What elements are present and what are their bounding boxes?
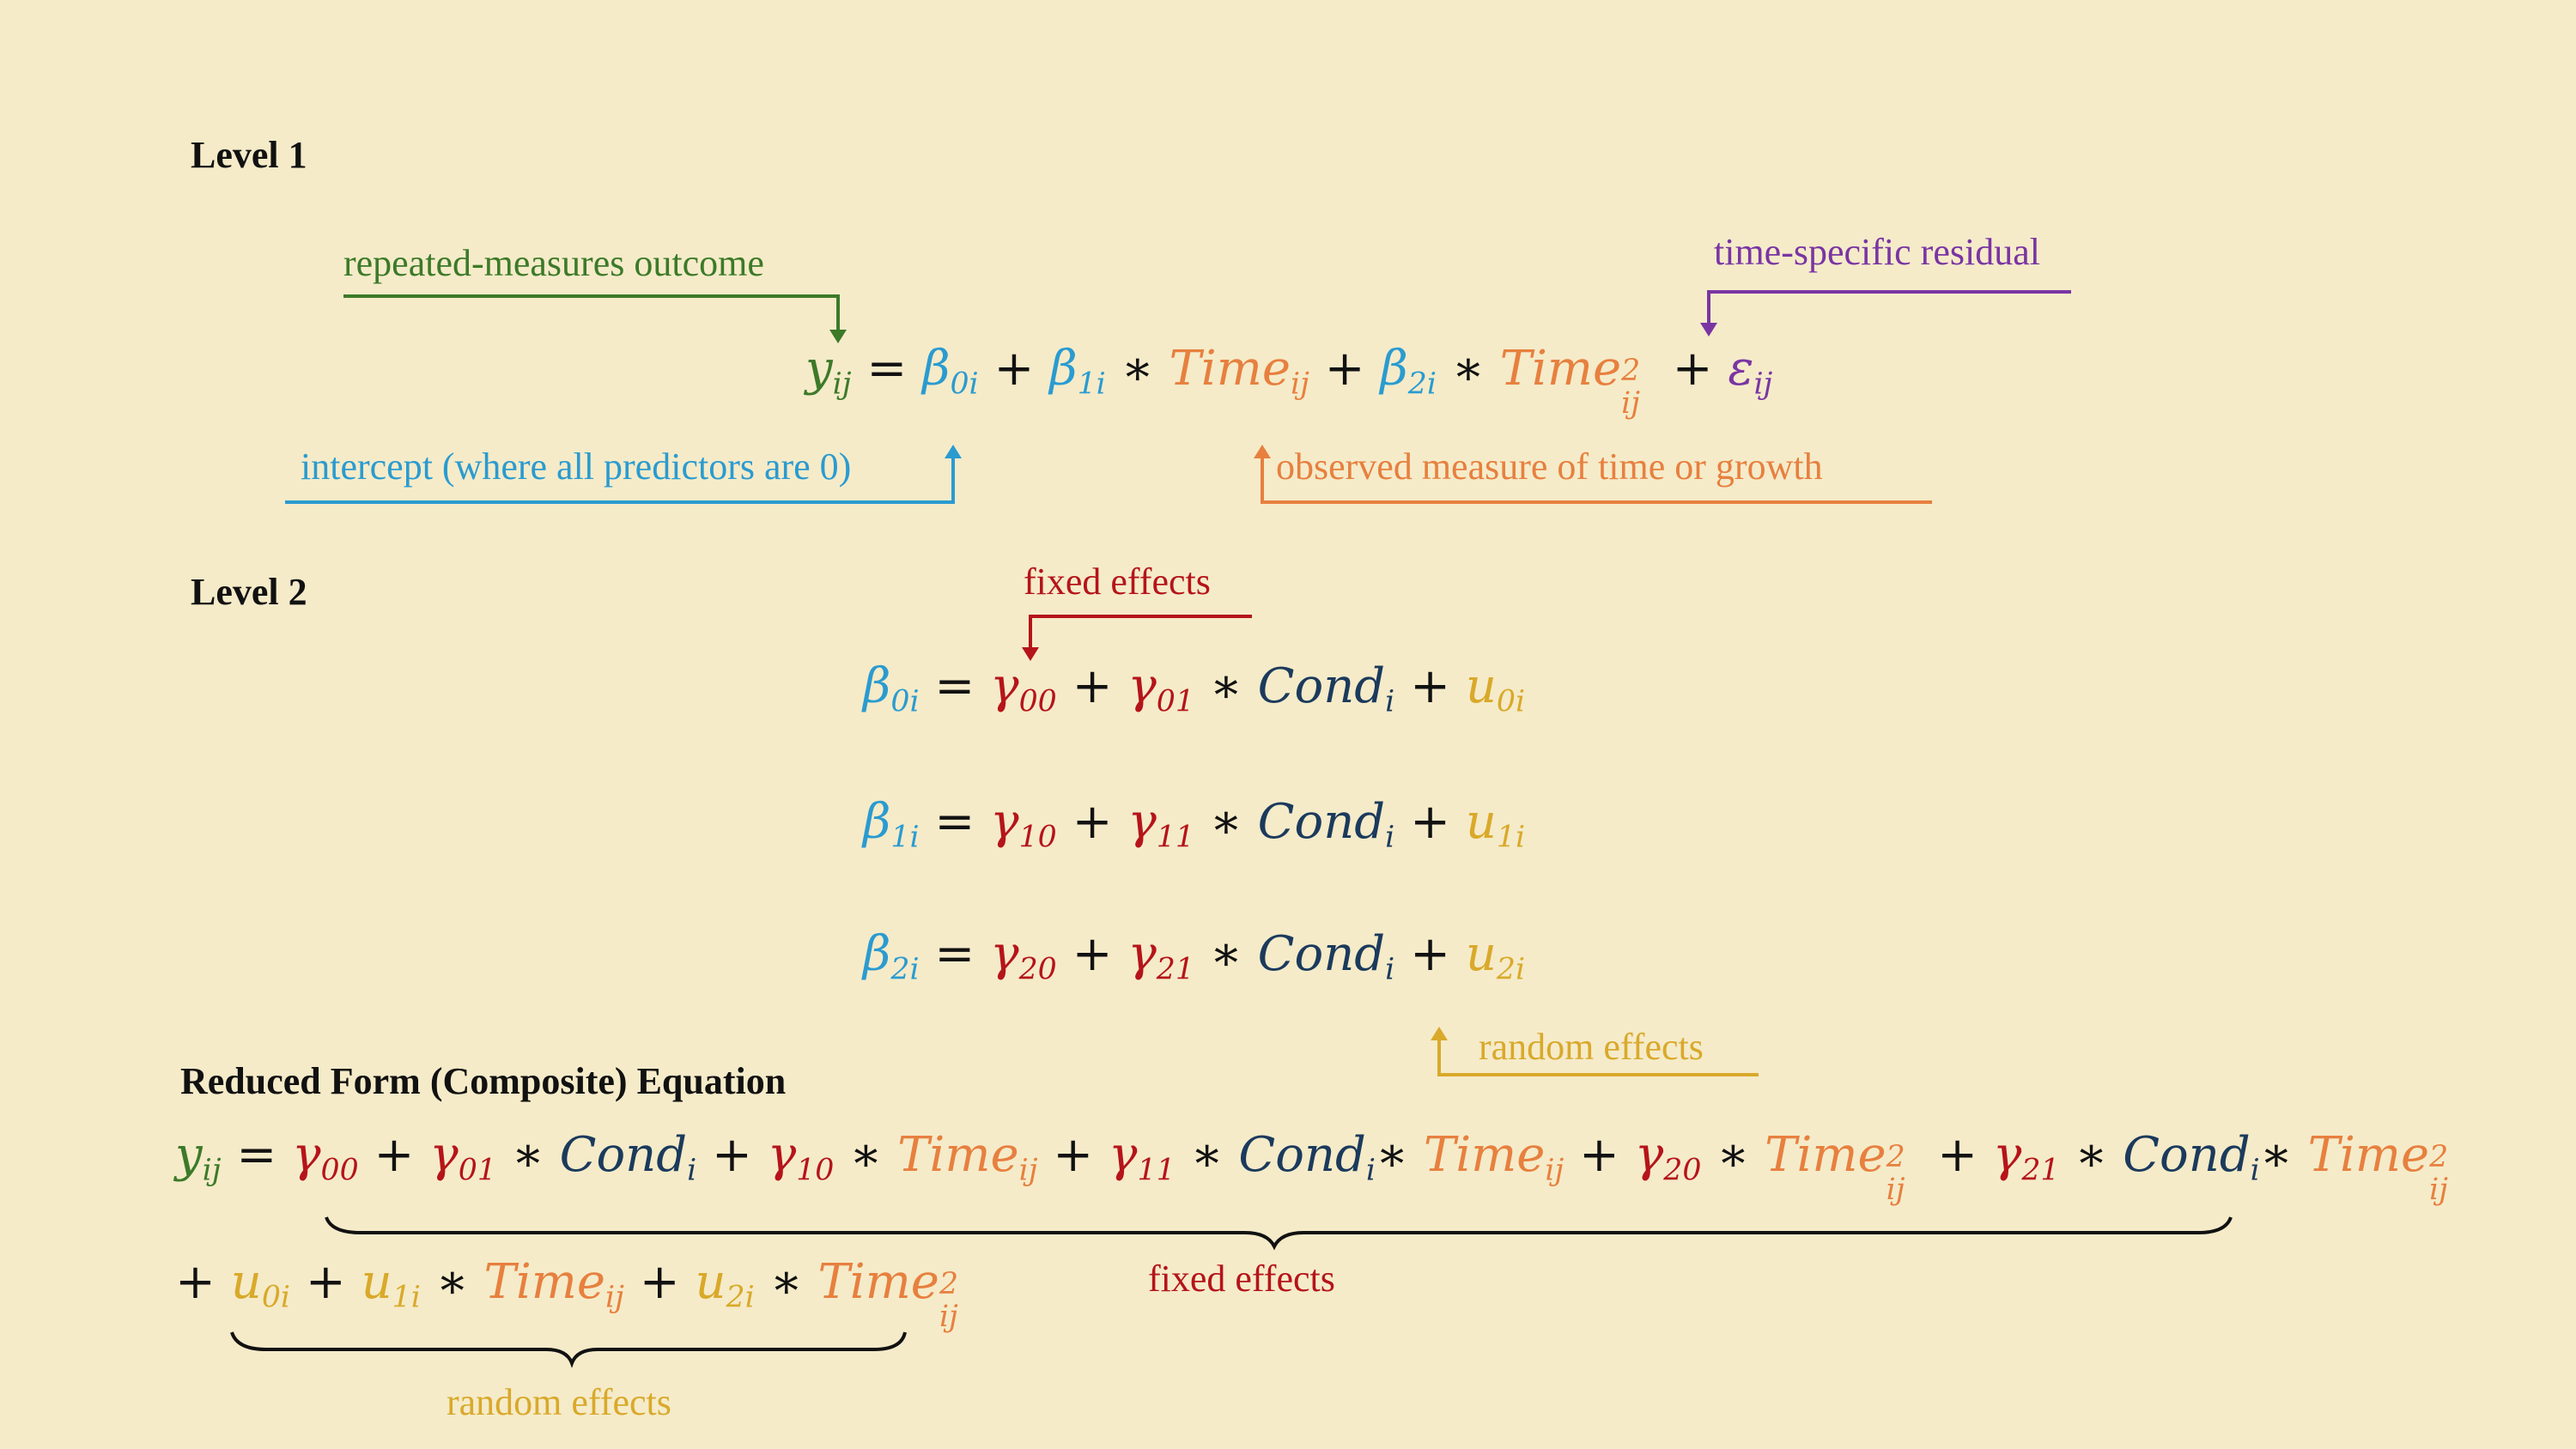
connector-residual [1700,290,2071,336]
label-fixed-effects-bottom: fixed effects [1148,1258,1335,1300]
connector-observed-time [1254,445,1932,504]
heading-reduced-form: Reduced Form (Composite) Equation [180,1060,787,1102]
label-observed-time: observed measure of time or growth [1276,446,1823,488]
label-fixed-effects-top: fixed effects [1024,561,1211,603]
label-time-specific-residual: time-specific residual [1714,231,2040,273]
brace-random-effects [230,1331,907,1368]
label-random-effects-right: random effects [1479,1026,1704,1068]
connector-random-effects [1431,1027,1759,1076]
heading-level-1: Level 1 [191,134,307,176]
composite-equation-fixed: yij = γ00 + γ01 ∗ Condi + γ10 ∗ Timeij +… [175,1127,2449,1208]
brace-fixed-effects [325,1216,2233,1251]
level2-equation-beta0: β0i = γ00 + γ01 ∗ Condi + u0i [863,658,1526,719]
label-random-effects-bottom: random effects [447,1381,671,1423]
connector-outcome [343,294,847,343]
connector-intercept [285,445,962,504]
connector-fixed-effects [1022,615,1252,661]
label-repeated-measures-outcome: repeated-measures outcome [343,242,764,284]
level2-equation-beta1: β1i = γ10 + γ11 ∗ Condi + u1i [863,794,1526,855]
sym-y: y [805,341,833,397]
level2-equation-beta2: β2i = γ20 + γ21 ∗ Condi + u2i [863,926,1526,987]
heading-level-2: Level 2 [191,571,307,613]
label-intercept: intercept (where all predictors are 0) [301,446,852,488]
